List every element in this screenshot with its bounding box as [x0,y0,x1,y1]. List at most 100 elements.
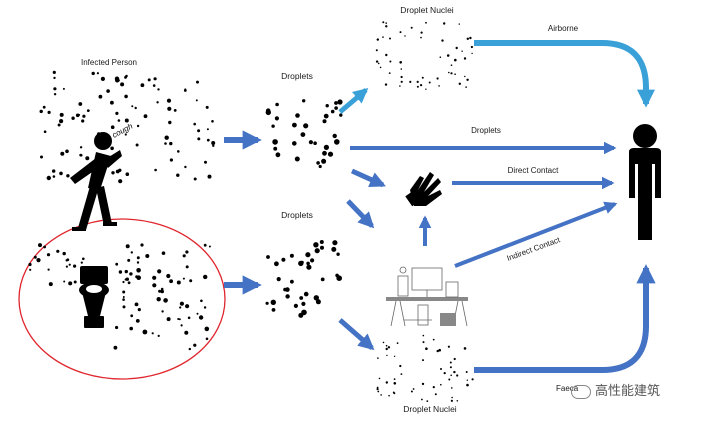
particle-dot [466,383,469,387]
particle-dot [393,355,396,357]
particle-dot [388,394,390,397]
particle-dot [266,255,270,259]
particle-dot [176,280,181,285]
particle-dot [271,308,276,312]
particle-dot [438,348,442,352]
particle-dot [43,245,46,249]
particle-dot [432,386,435,389]
arrow-faecal [474,264,656,373]
particle-dot [204,326,210,332]
arrow-droplets-to-desk [346,199,375,229]
particle-dot [136,124,140,128]
particle-dot [377,62,380,65]
particle-dot [200,299,203,303]
particle-dot [378,377,381,380]
particle-dot [57,123,61,127]
particle-dot [125,244,130,249]
particle-dot [100,76,105,81]
particle-dot [450,72,453,75]
particle-dot [79,153,83,157]
particle-dot [453,357,456,361]
particle-dot [456,400,459,402]
particle-dot [377,357,379,359]
arrow-indirect-contact [454,201,618,268]
particle-dot [154,168,157,172]
particle-dot [206,138,210,142]
particle-dot [400,80,403,83]
particle-dot [300,132,306,138]
particle-dot [466,37,469,40]
particle-dot [113,345,118,350]
particle-dot [120,82,125,87]
particle-dot [169,141,173,146]
particle-dot [274,116,279,121]
particle-dot [177,318,180,320]
particle-dot [275,152,281,158]
particle-dot [421,76,424,79]
particle-dot [156,297,161,302]
particle-dot [98,94,103,99]
particle-dot [376,38,379,41]
particle-dot [325,104,329,108]
particle-dot [273,146,278,151]
particle-dot [124,76,127,79]
particle-dot [65,149,69,154]
particle-dot [179,301,184,306]
particle-dot [127,258,131,262]
particle-dot [185,304,190,309]
particle-dot [339,113,343,117]
particle-dot [319,240,324,244]
particle-dot [382,341,385,344]
particle-dot [135,143,139,147]
particle-dot [182,277,185,280]
particle-dot [453,370,456,374]
particle-dot [115,325,119,330]
particle-dot [42,105,46,109]
particle-dot [136,268,141,273]
particle-dot [29,268,32,271]
particle-dot [336,275,343,282]
particle-dot [303,291,309,297]
particle-dot [184,330,189,335]
particle-dot [66,174,70,178]
particle-dot [331,246,337,252]
particle-dot [73,264,77,268]
particle-dot [166,273,171,279]
particle-dot [426,400,429,402]
label-droplet-nuclei-bottom: Droplet Nuclei [403,404,456,414]
particle-dot [62,251,66,256]
particle-dot [428,81,431,84]
particle-dot [53,87,57,91]
particle-dot [450,64,453,66]
particle-dot [212,144,215,147]
particle-dot [185,250,189,254]
particle-dot [164,142,167,145]
particle-dot [168,120,172,125]
particle-dot [410,390,413,393]
arrow-droplets-to-hand [350,168,386,188]
particle-dot [185,265,189,269]
particle-dot [151,332,154,335]
particle-dot [53,93,57,96]
particle-dot [122,298,125,301]
label-faecal: Faeca [556,384,579,393]
particle-dot [178,318,181,321]
particle-dot [179,306,182,309]
particle-dot [306,261,310,266]
particle-dot [62,87,65,90]
particle-dot [295,113,300,118]
particle-dot [163,298,168,303]
particle-dot [208,245,211,248]
particle-dot [377,390,380,393]
particle-dot [301,301,306,306]
particle-dot [53,76,56,80]
particle-dot [152,283,157,288]
particle-dot [458,82,461,86]
particle-dot [322,150,327,156]
particle-dot [393,378,396,380]
particle-dot [59,119,64,124]
particle-dot [300,260,304,265]
particle-dot [449,366,452,369]
particle-dot [106,89,110,93]
particle-dot [389,60,392,63]
